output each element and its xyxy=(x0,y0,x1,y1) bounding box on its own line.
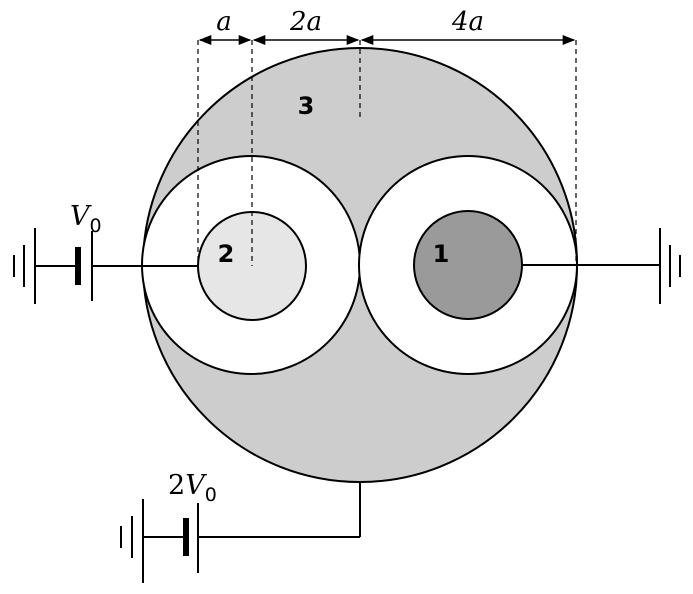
right-circuit xyxy=(522,228,681,304)
bottom-circuit xyxy=(120,482,361,583)
region-label-2: 2 xyxy=(218,240,235,268)
dim-label-a: a xyxy=(216,7,232,37)
bottom-source-label: 2V0 xyxy=(168,470,217,506)
left-source-label: V0 xyxy=(70,201,102,237)
conductor-1 xyxy=(413,210,523,320)
region-label-1: 1 xyxy=(433,240,450,268)
region-label-3: 3 xyxy=(298,92,315,120)
dim-label-2a: 2a xyxy=(289,7,322,37)
dim-label-4a: 4a xyxy=(451,7,484,37)
left-circuit xyxy=(13,228,198,304)
